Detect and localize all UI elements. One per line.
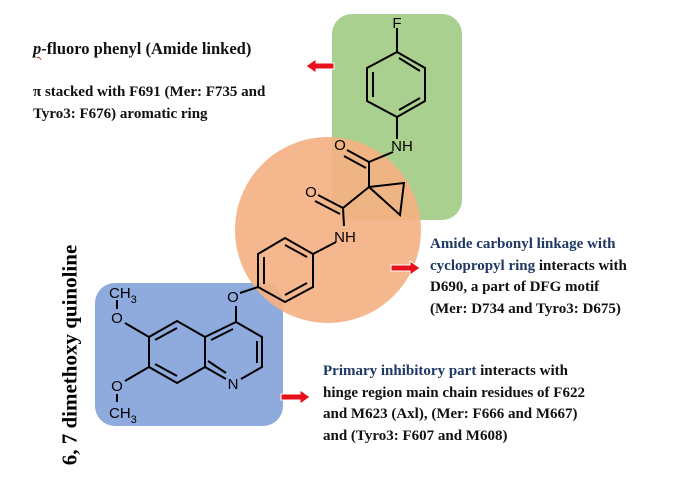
fluorine-atom: F	[392, 15, 401, 32]
right-arrow-icon	[280, 389, 311, 405]
fluorophenyl-title: p-fluoro phenyl (Amide linked)	[33, 39, 252, 58]
bonds	[116, 28, 426, 402]
oxygen-atom: O	[111, 378, 123, 395]
fluorophenyl-description: π stacked with F691 (Mer: F735 and Tyro3…	[33, 84, 266, 122]
atom-labels: F NH O O NH O N O O CH3 CH3	[109, 15, 413, 426]
right-arrow-icon	[390, 260, 421, 276]
quinoline-vertical-label: 6, 7 dimethoxy quinoline	[57, 244, 82, 466]
left-arrow-icon	[305, 58, 335, 74]
nh-atom: NH	[391, 138, 413, 155]
methyl-group: CH3	[109, 285, 137, 306]
nitrogen-atom: N	[228, 376, 239, 393]
oxygen-atom: O	[227, 289, 239, 306]
oxygen-atom: O	[334, 137, 346, 154]
arrows	[280, 58, 421, 405]
amide-description: Amide carbonyl linkage with cyclopropyl …	[430, 236, 627, 317]
oxygen-atom: O	[305, 184, 317, 201]
oxygen-atom: O	[111, 310, 123, 327]
nh-atom: NH	[334, 229, 356, 246]
methyl-group: CH3	[109, 405, 137, 426]
quinoline-description: Primary inhibitory part interacts with h…	[323, 363, 585, 444]
amide-region	[235, 137, 421, 323]
